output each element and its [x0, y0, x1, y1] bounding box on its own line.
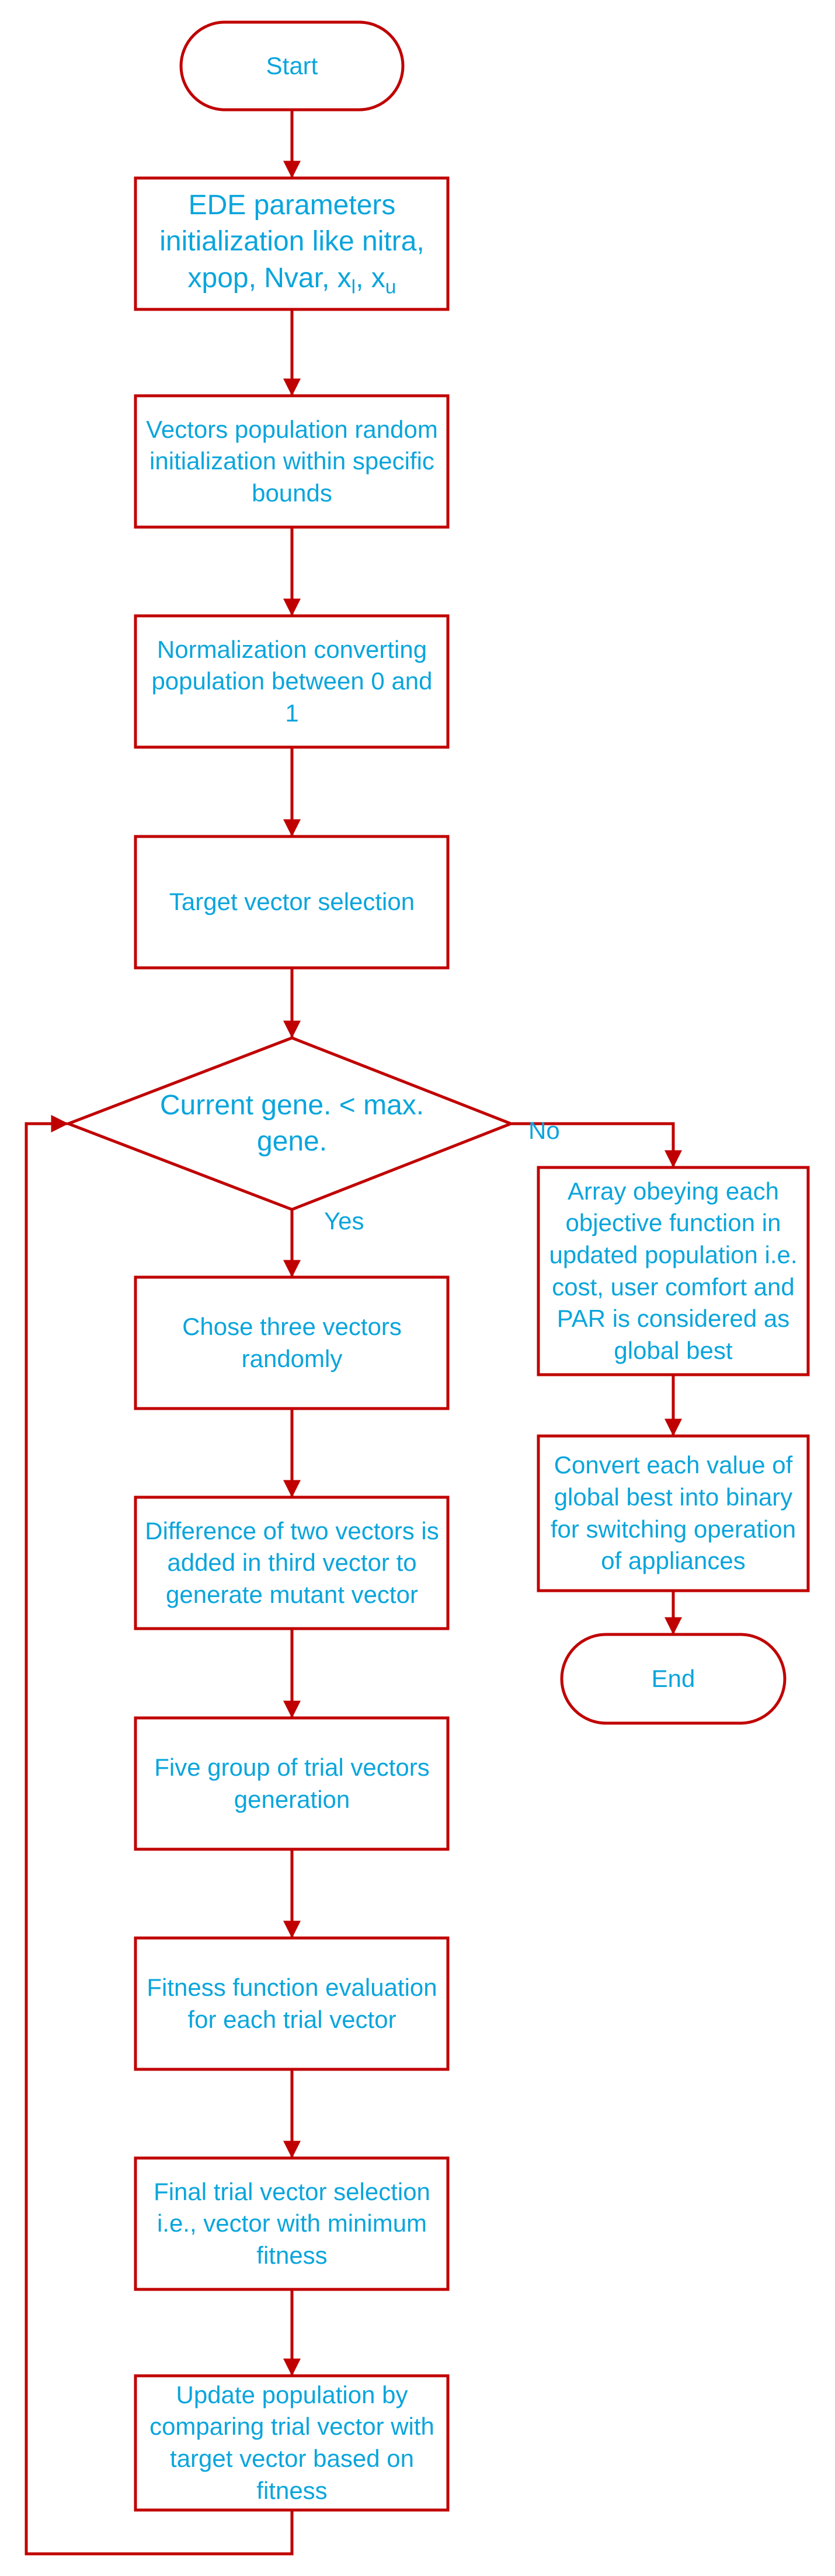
- start-label: Start: [266, 51, 318, 79]
- init-params-text: EDE parameters initialization like nitra…: [140, 187, 444, 300]
- init-xl-sub: l: [351, 276, 356, 298]
- update-population-label: Update population by comparing trial vec…: [149, 2380, 434, 2504]
- fitness-eval-box: [134, 1936, 450, 2071]
- final-selection-box: [134, 2156, 450, 2291]
- edge-label-yes: Yes: [324, 1207, 364, 1235]
- init-params-label: EDE parameters initialization like nitra…: [140, 181, 444, 306]
- difference-label: Difference of two vectors is added in th…: [145, 1517, 439, 1608]
- edge-loop-back: [25, 1115, 294, 2556]
- edge-label-no: No: [528, 1117, 560, 1144]
- edge-decision-no: [511, 1122, 682, 1168]
- final-selection-label: Final trial vector selection i.e., vecto…: [154, 2177, 430, 2269]
- connectors: [25, 110, 682, 2556]
- init-xu: x: [371, 262, 385, 294]
- vectors-init-label: Vectors population random initialization…: [146, 415, 438, 507]
- convert-binary-label: Convert each value of global best into b…: [550, 1451, 796, 1575]
- target-selection-label: Target vector selection: [169, 888, 415, 916]
- decision-label: Current gene. < max. gene.: [159, 1089, 425, 1157]
- init-params-box: [134, 176, 450, 311]
- init-xl: x: [337, 262, 352, 294]
- init-sep: ,: [356, 262, 364, 294]
- five-group-label: Five group of trial vectors generation: [154, 1753, 430, 1813]
- init-params-main: EDE parameters initialization like nitra…: [159, 189, 425, 294]
- array-obeying-box: [537, 1166, 810, 1376]
- chose-three-label: Chose three vectors randomly: [182, 1312, 402, 1372]
- end-label: End: [651, 1664, 695, 1692]
- normalization-box: [134, 614, 450, 749]
- fitness-eval-label: Fitness function evaluation for each tri…: [147, 1973, 437, 2033]
- five-group-box: [134, 1716, 450, 1851]
- update-population-box: [134, 2374, 450, 2512]
- array-obeying-label: Array obeying each objective function in…: [549, 1177, 798, 1364]
- normalization-label: Normalization converting population betw…: [151, 635, 433, 727]
- init-xu-sub: u: [385, 276, 396, 298]
- convert-binary-box: [537, 1434, 810, 1592]
